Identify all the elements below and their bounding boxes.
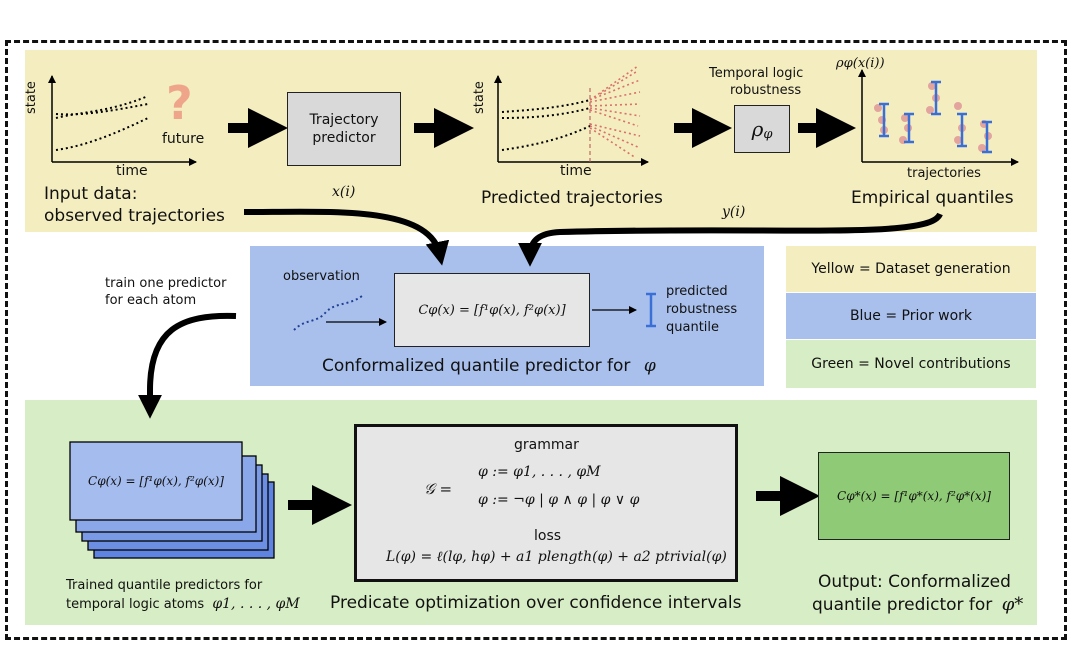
conformal-predictor-box: Cφ(x) = [f¹φ(x), f²φ(x)]	[394, 273, 590, 347]
trained-atoms: φ1, . . . , φM	[212, 596, 300, 612]
rho-subscript: φ	[763, 126, 773, 142]
legend-green: Green = Novel contributions	[786, 340, 1036, 388]
observation-input	[293, 292, 656, 331]
conformal-predictor-formula: Cφ(x) = [f¹φ(x), f²φ(x)]	[418, 302, 566, 318]
plot3-ylabel: ρφ(x(i))	[836, 56, 885, 71]
grammar-rule1: φ := φ1, . . . , φM	[478, 464, 601, 480]
predicted-quantile-line3: quantile	[666, 320, 720, 335]
atom-card-formula: Cφ(x) = [f¹φ(x), f²φ(x)]	[88, 474, 224, 488]
y-i-label: y(i)	[722, 204, 746, 220]
conformal-caption-phi: φ	[643, 356, 656, 376]
observed-trajectories-plot	[48, 75, 197, 166]
loss-heading: loss	[534, 528, 562, 544]
input-data-line1: Input data:	[44, 184, 138, 204]
temporal-logic-line2: robustness	[730, 83, 802, 98]
empirical-quantiles-label: Empirical quantiles	[851, 188, 1014, 208]
legend-blue: Blue = Prior work	[786, 293, 1036, 339]
plot1-xlabel: time	[116, 163, 148, 179]
legend-green-label: Green = Novel contributions	[811, 356, 1011, 372]
legend-yellow: Yellow = Dataset generation	[786, 246, 1036, 292]
predicted-quantile-line1: predicted	[666, 284, 728, 299]
output-line2-text: quantile predictor for	[812, 595, 993, 615]
temporal-logic-line1: Temporal logic	[709, 66, 804, 81]
predicate-caption: Predicate optimization over confidence i…	[330, 593, 742, 613]
grammar-heading: grammar	[514, 437, 579, 453]
empirical-quantiles-plot	[858, 69, 1019, 166]
flow-arrows	[138, 208, 943, 419]
atom-predictor-stack	[69, 441, 275, 559]
predicted-trajectories-plot	[494, 65, 649, 166]
output-phi: φ*	[1001, 594, 1024, 615]
legend-blue-label: Blue = Prior work	[849, 308, 973, 324]
trajectory-predictor-line1: Trajectory	[309, 112, 379, 128]
predicate-optimization-box	[354, 424, 738, 582]
loss-formula: L(φ) = ℓ(lφ, hφ) + a1 plength(φ) + a2 pt…	[386, 549, 727, 565]
trajectory-predictor-box: Trajectory predictor	[287, 92, 401, 166]
output-line2: quantile predictor for φ*	[812, 594, 1023, 615]
trained-line1: Trained quantile predictors for	[66, 578, 263, 593]
grammar-rule2: φ := ¬φ | φ ∧ φ | φ ∨ φ	[478, 492, 640, 508]
dataset-generation-region	[25, 50, 1037, 232]
plot2-ylabel: state	[472, 81, 487, 114]
trained-line2: temporal logic atoms φ1, . . . , φM	[66, 596, 300, 612]
train-line2: for each atom	[105, 293, 197, 308]
outer-dashed-frame	[5, 40, 1067, 640]
input-data-line2: observed trajectories	[44, 206, 225, 226]
plot1-ylabel: state	[24, 81, 39, 114]
legend-yellow-label: Yellow = Dataset generation	[811, 261, 1011, 277]
grammar-symbol: 𝒢 =	[424, 480, 453, 498]
plot3-xlabel: trajectories	[907, 166, 981, 181]
trajectory-predictor-line2: predictor	[312, 130, 376, 146]
train-line1: train one predictor	[105, 276, 227, 291]
question-mark-icon: ?	[166, 76, 193, 130]
bottom-row-arrows	[288, 476, 820, 525]
rho-symbol: ρ	[751, 117, 764, 141]
observation-label: observation	[283, 269, 360, 284]
x-i-label: x(i)	[332, 184, 356, 200]
output-formula: Cφ*(x) = [f¹φ*(x), f²φ*(x)]	[837, 489, 991, 503]
plot1-future-label: future	[162, 131, 205, 147]
conformal-caption: Conformalized quantile predictor for φ	[322, 356, 656, 376]
plot2-xlabel: time	[560, 163, 592, 179]
trained-line2-text: temporal logic atoms	[66, 597, 205, 612]
output-line1: Output: Conformalized	[818, 572, 1011, 592]
predicted-trajectories-label: Predicted trajectories	[481, 188, 663, 208]
predicted-quantile-line2: robustness	[666, 302, 738, 317]
output-predictor-box: Cφ*(x) = [f¹φ*(x), f²φ*(x)]	[818, 452, 1010, 540]
conformal-caption-text: Conformalized quantile predictor for	[322, 356, 631, 376]
